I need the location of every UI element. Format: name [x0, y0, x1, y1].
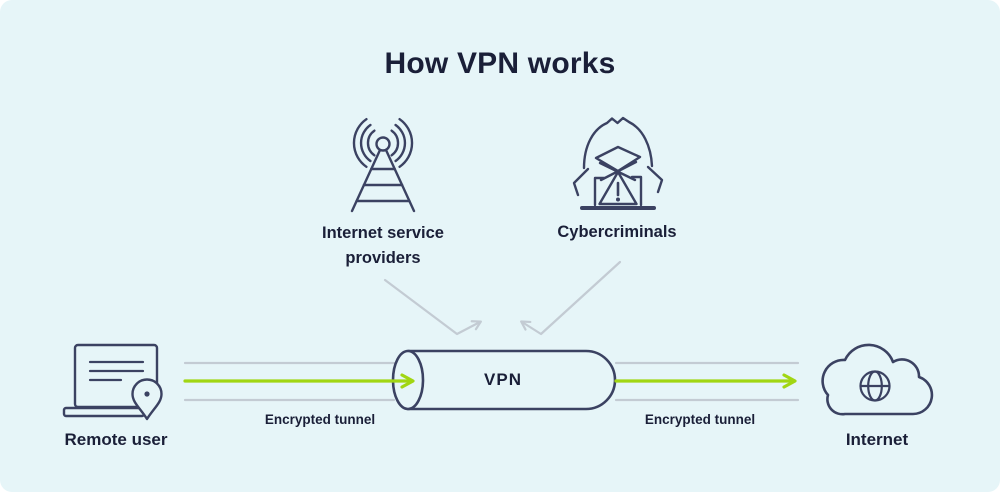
tunnel-walls-left [183, 361, 396, 402]
cloud-globe-icon [821, 343, 934, 416]
isp-label: Internet service providers [322, 224, 444, 267]
cybercriminal-blocked-arrow [520, 260, 622, 336]
internet-label: Internet [845, 430, 909, 449]
remote-user-label: Remote user [64, 430, 168, 449]
laptop-location-icon [62, 343, 163, 421]
encrypted-tunnel-label-left: Encrypted tunnel [264, 412, 376, 427]
isp-blocked-arrow [383, 278, 482, 336]
globe-icon [859, 370, 891, 402]
encrypted-tunnel-label-right: Encrypted tunnel [644, 412, 756, 427]
tunnel-walls-right [614, 361, 800, 402]
cell-tower-icon [350, 118, 416, 213]
hacker-icon [572, 116, 664, 210]
page-title: How VPN works [384, 47, 616, 80]
location-pin-icon [131, 378, 163, 421]
cybercriminals-label: Cybercriminals [557, 223, 677, 241]
vpn-label: VPN [484, 370, 522, 389]
